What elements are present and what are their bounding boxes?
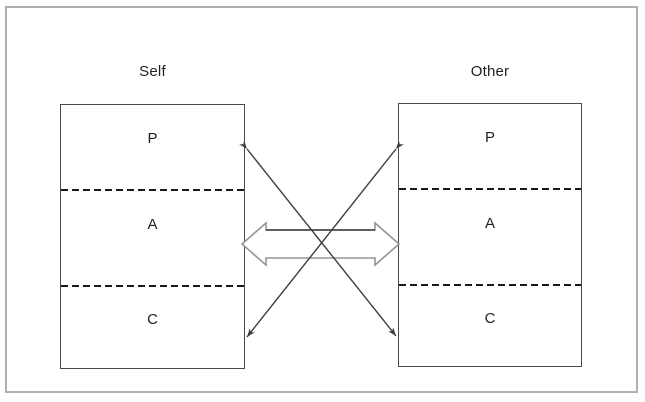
self-section-label-adult: A xyxy=(147,216,158,233)
other-section-label-parent: P xyxy=(484,129,495,146)
self-section-label-parent: P xyxy=(147,130,158,147)
other-box: P A C xyxy=(398,103,582,367)
other-title: Other xyxy=(470,63,510,80)
self-divider-adult-child xyxy=(61,285,244,287)
other-section-label-child: C xyxy=(484,310,496,327)
other-divider-adult-child xyxy=(399,284,581,286)
other-divider-parent-adult xyxy=(399,188,581,190)
self-title: Self xyxy=(139,63,166,80)
outer-border xyxy=(5,6,638,393)
self-divider-parent-adult xyxy=(61,189,244,191)
other-section-label-adult: A xyxy=(484,215,495,232)
self-section-label-child: C xyxy=(147,311,158,328)
self-box: P A C xyxy=(60,104,245,369)
